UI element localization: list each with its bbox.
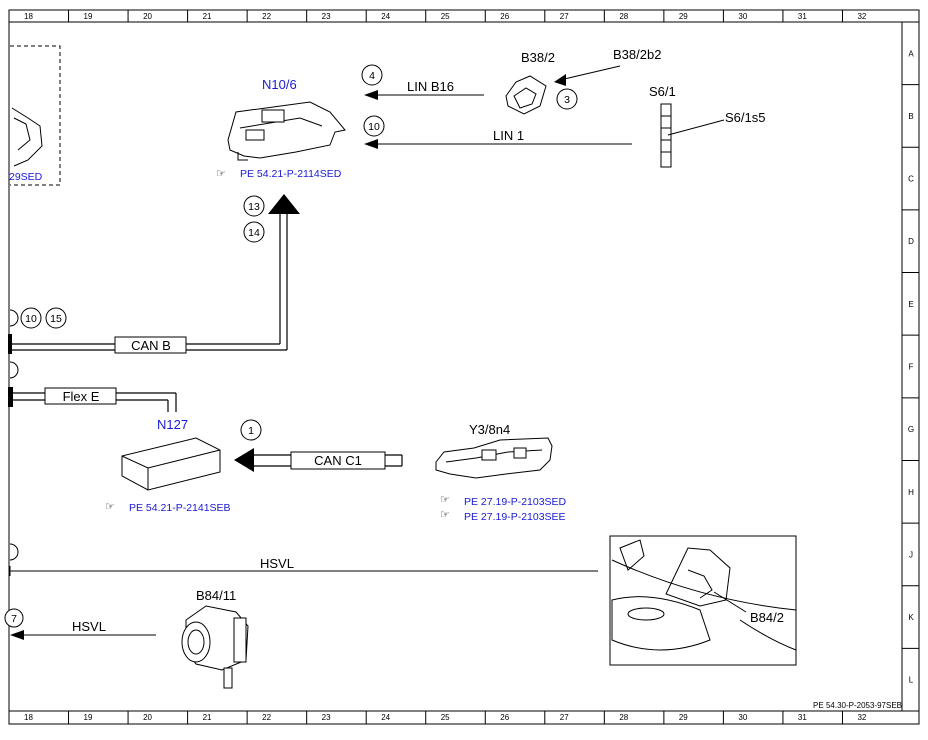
grid-col-label-top: 26 [500,12,509,21]
grid-row-label: J [909,550,913,559]
grid-col-label-bottom: 21 [203,713,212,722]
can-c1-label: CAN C1 [314,453,362,468]
left-component-partial: 29SED [9,45,61,186]
circle-15: 15 [50,313,62,325]
grid-row-label: L [909,676,914,685]
grid-col-label-top: 23 [322,12,331,21]
grid-col-label-top: 25 [441,12,450,21]
grid-row-label: E [908,300,913,309]
s6-1s5-label: S6/1s5 [725,110,765,125]
grid-col-label-bottom: 18 [24,713,33,722]
circle-4: 4 [369,70,375,82]
b84-2-label: B84/2 [750,610,784,625]
flex-e-label: Flex E [63,389,100,404]
grid-col-label-bottom: 24 [381,713,390,722]
grid-col-label-bottom: 26 [500,713,509,722]
y3-ref-1[interactable]: PE 27.19-P-2103SED [464,496,567,508]
circle-7: 7 [11,613,17,625]
n127-ref[interactable]: PE 54.21-P-2141SEB [129,502,231,514]
s6-1-label: S6/1 [649,84,676,99]
grid-col-label-top: 30 [738,12,747,21]
grid-col-label-bottom: 19 [84,713,93,722]
circle-10-top: 10 [368,121,380,133]
hsvl-label-1: HSVL [260,556,294,571]
b84-11-camera: B84/11 [181,588,249,689]
grid-col-label-top: 18 [24,12,33,21]
grid-col-label-top: 27 [560,12,569,21]
circle-3: 3 [564,94,570,106]
grid-col-label-bottom: 30 [738,713,747,722]
n10-6-ref-icon: ☞ [216,168,226,180]
lin-b16-connection: 4 LIN B16 [361,64,484,100]
grid-row-label: B [908,112,913,121]
circle-14: 14 [248,227,260,239]
b38-2-label: B38/2 [521,50,555,65]
grid-col-label-top: 31 [798,12,807,21]
grid-row-label: H [908,488,914,497]
n10-6-module: N10/6 ☞ PE 54.21-P-2114SED [216,77,346,180]
grid-col-label-top: 20 [143,12,152,21]
grid-row-label: K [908,613,914,622]
grid-col-label-bottom: 22 [262,713,271,722]
n127-label: N127 [157,417,188,432]
grid-col-label-top: 32 [857,12,866,21]
grid-row-label: C [908,175,914,184]
b84-2-camera-photo: B84/2 [609,535,797,666]
grid-col-label-bottom: 27 [560,713,569,722]
lin-b16-label: LIN B16 [407,79,454,94]
n127-ref-icon: ☞ [105,501,115,513]
grid-col-label-top: 28 [619,12,628,21]
hsvl-label-2: HSVL [72,619,106,634]
y3-ref-2[interactable]: PE 27.19-P-2103SEE [464,511,566,523]
y3-8n4-module: Y3/8n4 ☞ PE 27.19-P-2103SED ☞ PE 27.19-P… [435,422,567,523]
grid-row-label: G [908,425,914,434]
grid-col-label-bottom: 31 [798,713,807,722]
drawing-code: PE 54.30-P-2053-97SEB [813,701,902,710]
grid-col-label-top: 29 [679,12,688,21]
grid-col-label-top: 24 [381,12,390,21]
circle-13: 13 [248,201,260,213]
n10-6-label: N10/6 [262,77,297,92]
b38-2b2-label: B38/2b2 [613,47,661,62]
grid-col-label-bottom: 32 [857,713,866,722]
hsvl-connection-2: 7 HSVL [4,608,156,640]
grid-col-label-top: 22 [262,12,271,21]
grid-col-label-bottom: 29 [679,713,688,722]
grid-col-label-bottom: 20 [143,713,152,722]
grid-column-ticks: 18 18 19 19 20 20 21 21 22 22 23 23 24 24 25 25 26 26 27 27… [24,10,867,724]
grid-row-ticks: A B C D E F G H J K L [902,49,919,685]
circle-1: 1 [248,425,254,437]
n127-module: N127 ☞ PE 54.21-P-2141SEB [105,417,231,514]
y3-ref2-icon: ☞ [440,509,450,521]
lin-1-label: LIN 1 [493,128,524,143]
can-b-connection: CAN B 10 15 [8,307,287,354]
grid-col-label-bottom: 25 [441,713,450,722]
grid-row-label: D [908,237,914,246]
b84-11-label: B84/11 [196,588,236,603]
lin-1-connection: 10 LIN 1 [363,115,632,149]
can-b-up-arrow: 13 14 [243,194,300,350]
grid-col-label-bottom: 23 [322,713,331,722]
y3-ref1-icon: ☞ [440,494,450,506]
s6-1-switch: S6/1 S6/1s5 [649,84,765,168]
grid-col-label-bottom: 28 [619,713,628,722]
can-c1-connection: CAN C1 1 [234,419,403,472]
grid-col-label-top: 19 [84,12,93,21]
left-ref-text[interactable]: 29SED [9,171,43,183]
grid-row-label: A [908,49,914,58]
n10-6-ref[interactable]: PE 54.21-P-2114SED [240,168,342,180]
flex-e-connection: Flex E [8,361,177,412]
can-b-label: CAN B [131,338,171,353]
b38-2-sensor: B38/2 B38/2b2 3 [505,47,661,115]
circle-10-left: 10 [25,313,37,325]
y3-8n4-label: Y3/8n4 [469,422,510,437]
hsvl-connection-1: HSVL [9,543,598,576]
grid-row-label: F [909,363,914,372]
drawing-frame [8,9,920,725]
grid-col-label-top: 21 [203,12,212,21]
